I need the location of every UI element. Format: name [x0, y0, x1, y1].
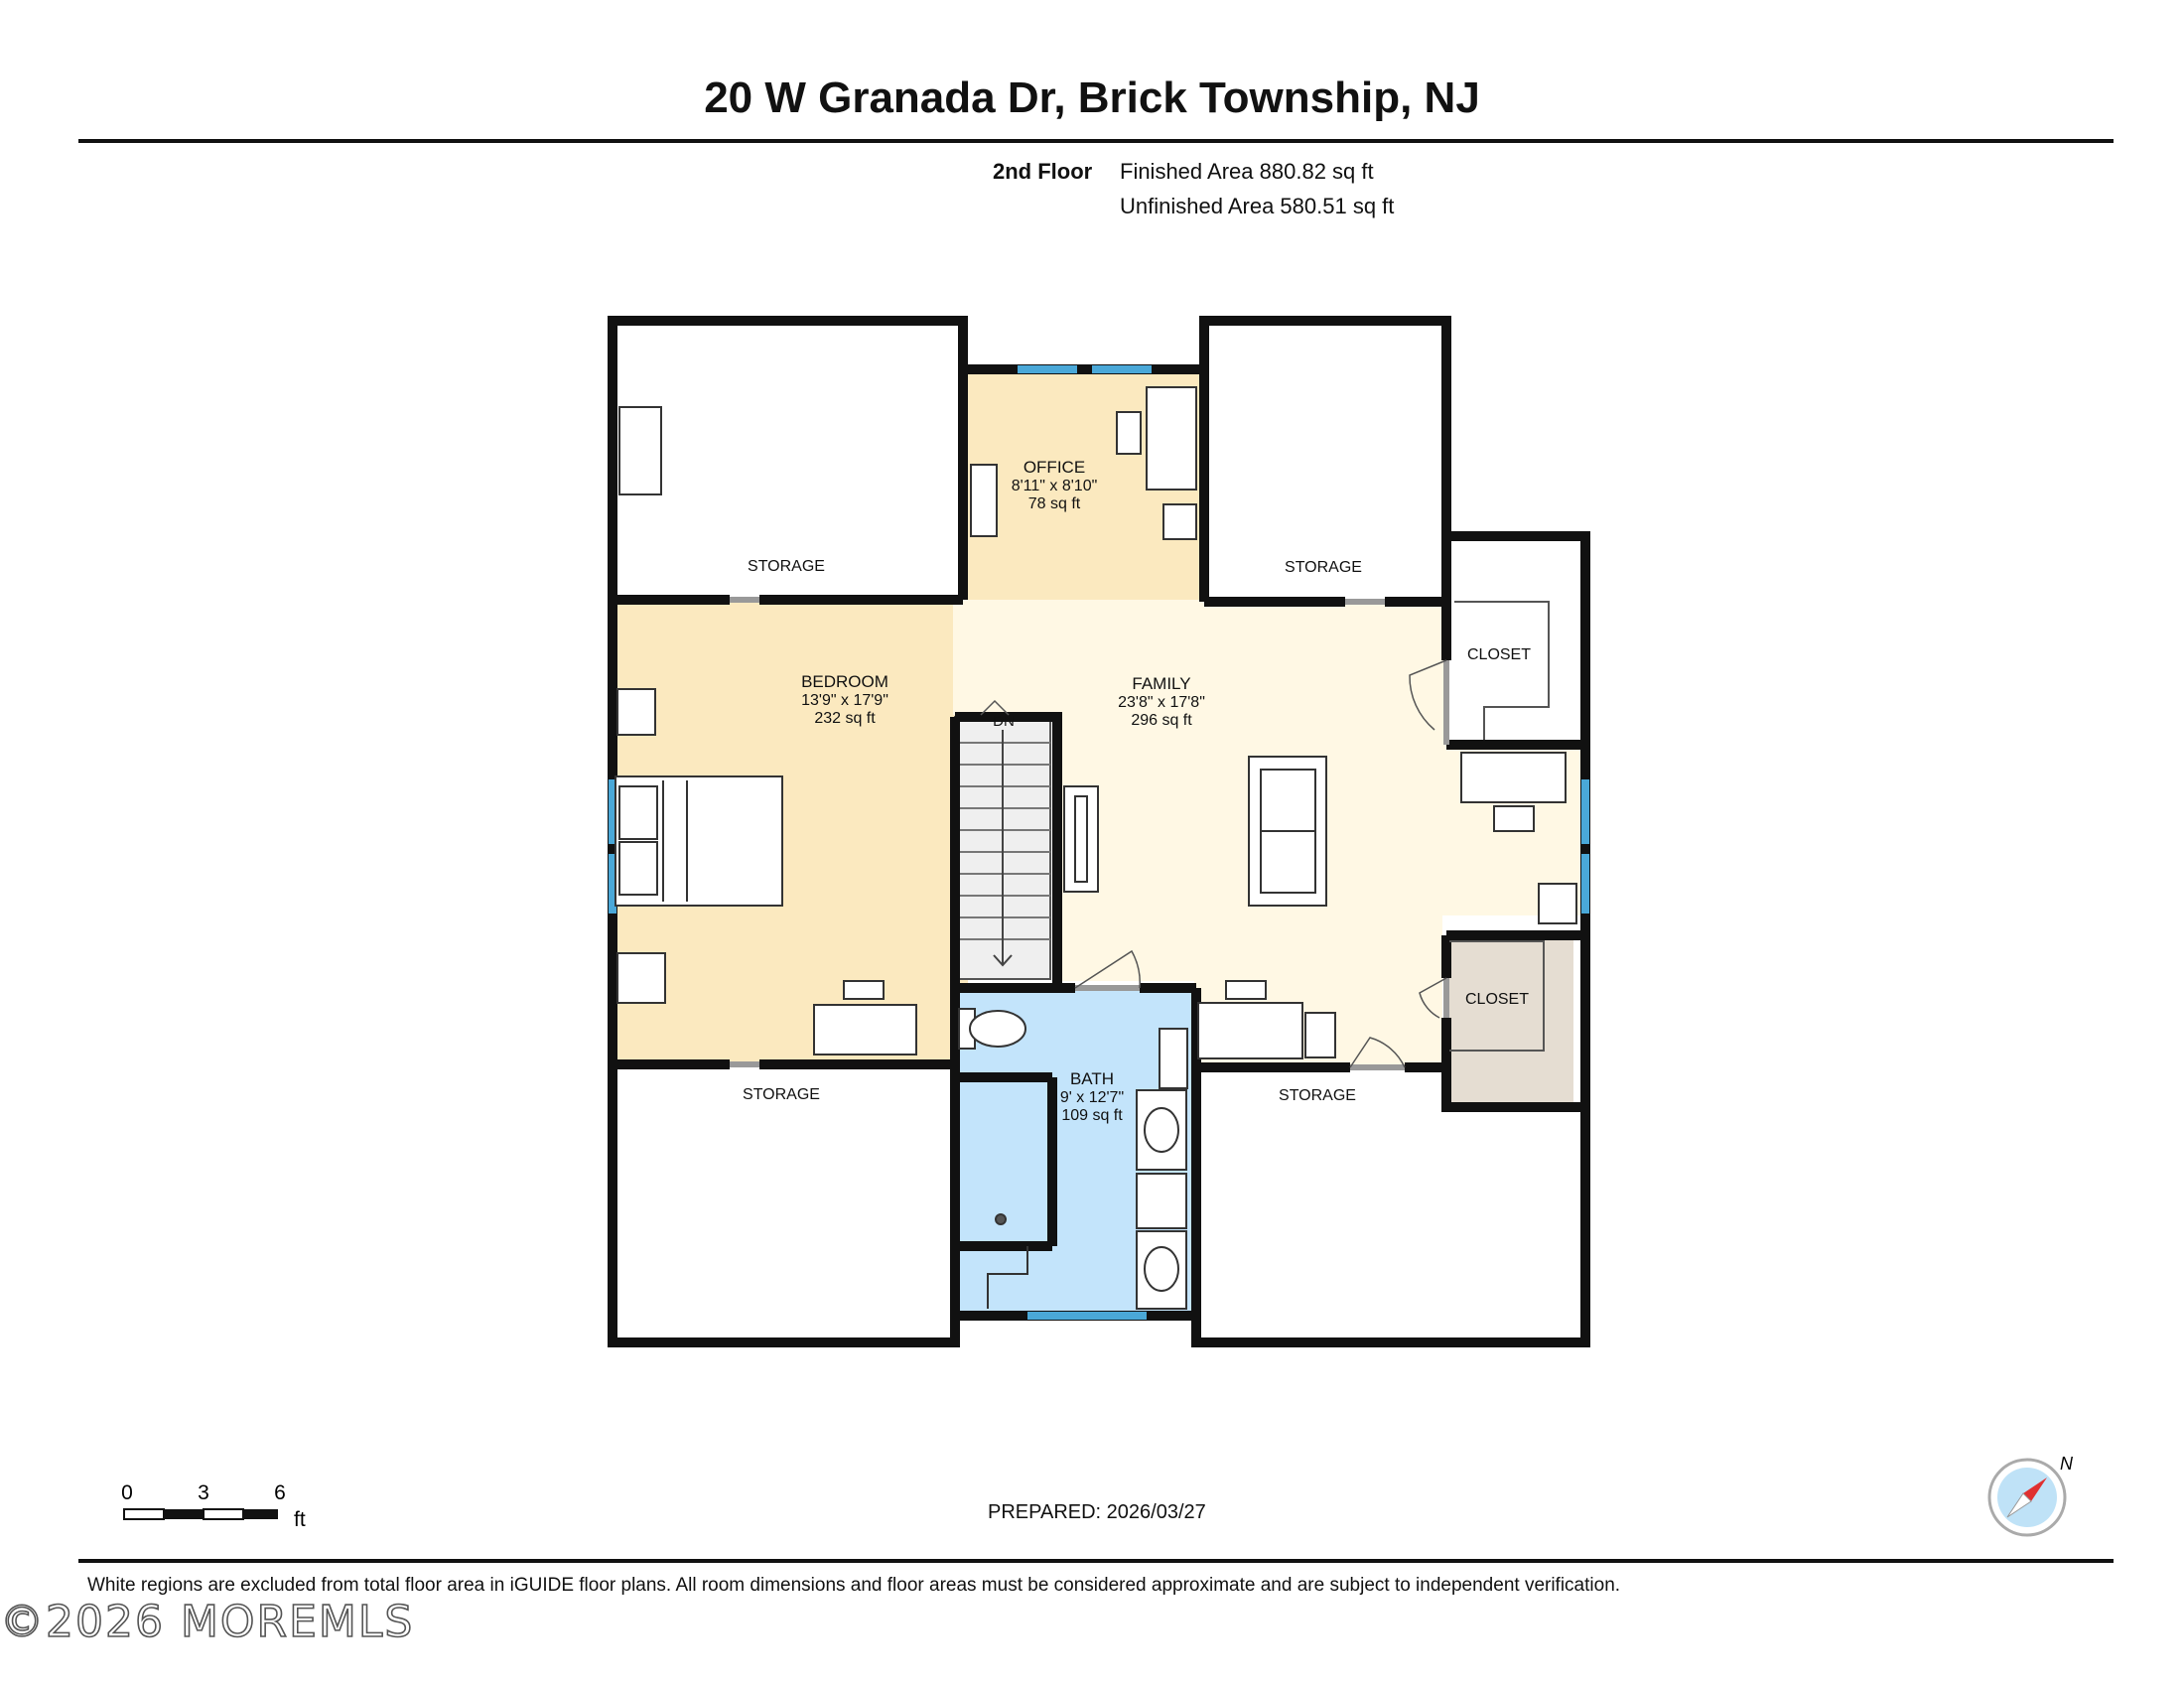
label-storage-bottom-right: STORAGE [1279, 1087, 1356, 1104]
label-closet-lower: CLOSET [1465, 991, 1529, 1008]
bedroom-furniture [614, 406, 917, 1055]
stairs [954, 716, 1051, 980]
door-swings [980, 659, 1447, 1068]
bath-dims: 9' x 12'7" [1060, 1089, 1124, 1106]
label-storage-top-left: STORAGE [748, 558, 825, 575]
label-storage-top-right: STORAGE [1285, 559, 1362, 576]
closet-lower-fill [1449, 935, 1573, 1107]
finished-area: Finished Area 880.82 sq ft [1120, 159, 1374, 184]
windows [609, 365, 1589, 1320]
closet-upper-shelf [1449, 601, 1550, 1052]
office-dims: 8'11" x 8'10" [1012, 478, 1098, 494]
family-area: 296 sq ft [1131, 712, 1192, 729]
compass-north-label: N [2060, 1454, 2074, 1474]
office-furniture [970, 386, 1197, 540]
office-area: 78 sq ft [1028, 495, 1081, 512]
compass-icon: N [1987, 1454, 2074, 1537]
family-name: FAMILY [1132, 674, 1190, 693]
header-divider [78, 139, 2114, 143]
office-name: OFFICE [1024, 458, 1085, 477]
bath-name: BATH [1070, 1069, 1114, 1088]
unfinished-area: Unfinished Area 580.51 sq ft [1120, 194, 1395, 218]
doors [730, 597, 1449, 1070]
disclaimer-text: White regions are excluded from total fl… [87, 1575, 1621, 1596]
bedroom-dims: 13'9" x 17'9" [801, 692, 888, 709]
stairs-label: DN [993, 713, 1015, 730]
bath-area: 109 sq ft [1061, 1107, 1123, 1124]
scale-tick-3: 3 [198, 1481, 209, 1504]
bath-fixtures [958, 1008, 1188, 1310]
footer-divider [78, 1559, 2114, 1563]
page-title: 20 W Granada Dr, Brick Township, NJ [704, 73, 1480, 122]
bedroom-name: BEDROOM [801, 672, 888, 691]
label-storage-bottom-left: STORAGE [743, 1086, 820, 1103]
family-dims: 23'8" x 17'8" [1118, 694, 1205, 711]
family-furniture [1063, 752, 1577, 1059]
label-closet-upper: CLOSET [1467, 646, 1531, 663]
scale-bar: 0 3 6 ft [121, 1481, 306, 1531]
interior-walls [615, 369, 1585, 1342]
bedroom-area: 232 sq ft [814, 710, 876, 727]
watermark: ©2026 MOREMLS [0, 1596, 415, 1648]
scale-tick-0: 0 [121, 1481, 133, 1504]
prepared-date: PREPARED: 2026/03/27 [988, 1501, 1206, 1523]
scale-unit: ft [294, 1508, 306, 1531]
scale-tick-6: 6 [274, 1481, 286, 1504]
floor-label: 2nd Floor [993, 159, 1093, 184]
shower-walls [955, 1072, 1057, 1251]
